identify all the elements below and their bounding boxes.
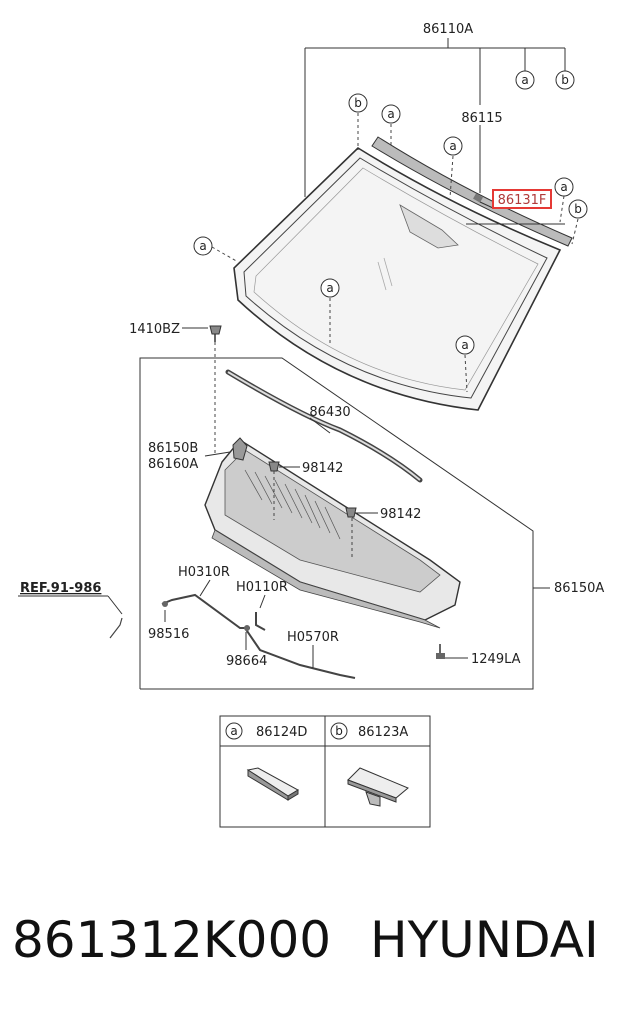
label-ref: REF.91-986 [20,581,101,596]
callout-a-leftside: a [193,236,213,256]
callout-circles: a b b a a a b a [193,70,588,355]
svg-text:a: a [449,139,456,153]
label-86430: 86430 [309,405,350,420]
clip-1410BZ [209,325,222,342]
label-86131F: 86131F [498,193,547,208]
label-86150B: 86150B [148,441,198,456]
callout-a-right: a [554,177,574,197]
label-98142-upper: 98142 [302,461,343,476]
cowl-panel [204,437,461,629]
fitting-98516 [162,601,168,607]
svg-text:a: a [199,239,206,253]
part-number: 861312K000 [12,911,332,969]
label-86110A: 86110A [423,22,473,37]
label-86160A: 86160A [148,457,198,472]
legend-b-circle: b [330,722,348,740]
svg-text:a: a [521,73,528,87]
label-1249LA: 1249LA [471,652,521,667]
bracket-86110A [304,38,566,197]
label-86115: 86115 [461,111,502,126]
svg-text:a: a [230,724,237,738]
legend-table: a 86124D b 86123A [219,715,431,828]
svg-text:b: b [354,96,362,110]
svg-text:a: a [387,107,394,121]
svg-text:a: a [326,281,333,295]
svg-text:a: a [461,338,468,352]
label-86150A: 86150A [554,581,604,596]
label-86131F-highlight: 86131F [492,189,552,209]
legend-a-circle: a [225,722,243,740]
cowl-box-outline [139,357,550,690]
label-98664: 98664 [226,654,267,669]
svg-text:b: b [335,724,343,738]
legend-a-part: 86124D [256,725,307,740]
svg-text:b: b [574,202,582,216]
callout-a-center: a [320,278,340,298]
callout-a-bottom: a [455,335,475,355]
windshield-glass [233,146,562,411]
svg-text:a: a [560,180,567,194]
label-1410BZ: 1410BZ [129,322,180,337]
parts-diagram: 86110A 86115 86131F 1410BZ 86430 86150B … [18,22,604,828]
callout-a-mid: a [443,136,463,156]
label-H0310R: H0310R [178,565,230,580]
label-98142-lower: 98142 [380,507,421,522]
bolt-1249LA [436,644,445,659]
dashed-leaders [211,113,579,560]
callout-a-strip: a [381,104,401,124]
clip-98142-upper [268,461,280,472]
clip-98142-lower [345,507,357,518]
footer: 861312K000 HYUNDAI [0,895,626,985]
svg-text:b: b [561,73,569,87]
top-moulding-strip [371,136,573,247]
label-H0570R: H0570R [287,630,339,645]
legend-b-part: 86123A [358,725,408,740]
washer-hoses [109,593,356,679]
solid-leaders [18,201,565,668]
callout-a-top: a [515,70,535,90]
legend-a-illustration [246,767,300,801]
brand-name: HYUNDAI [370,911,599,969]
legend-b-illustration [347,767,409,807]
callout-b-left: b [348,93,368,113]
label-98516: 98516 [148,627,189,642]
callout-b-top: b [555,70,575,90]
callout-b-right: b [568,199,588,219]
fitting-98664 [244,625,250,631]
part-86115-clip [473,193,483,203]
label-H0110R: H0110R [236,580,288,595]
